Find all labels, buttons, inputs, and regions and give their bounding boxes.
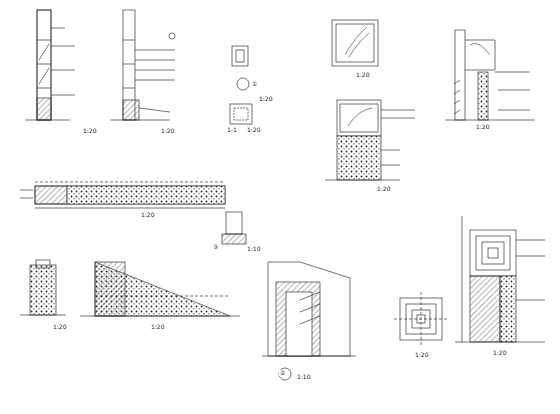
scale-label: 1:20 xyxy=(52,324,67,330)
scale-label: ① xyxy=(251,81,258,87)
scale-label: 1:20 xyxy=(492,350,507,356)
scale-label: 1:20 xyxy=(475,124,490,130)
scale-label: 1:20 xyxy=(160,128,175,134)
scale-label: ③ xyxy=(212,244,219,250)
scale-label: 1:20 xyxy=(246,127,261,133)
scale-label: 1:10 xyxy=(246,246,261,252)
scale-label: 1:20 xyxy=(355,72,370,78)
scale-label: 1:20 xyxy=(140,212,155,218)
scale-label: 1:20 xyxy=(82,128,97,134)
scale-label: 1-1 xyxy=(226,127,238,133)
scale-label: 1:20 xyxy=(258,96,273,102)
scale-label: ② xyxy=(279,370,286,376)
scale-label: 1:20 xyxy=(376,186,391,192)
scale-label: 1:10 xyxy=(296,374,311,380)
scale-label: 1:20 xyxy=(150,324,165,330)
scale-label: 1:20 xyxy=(414,352,429,358)
